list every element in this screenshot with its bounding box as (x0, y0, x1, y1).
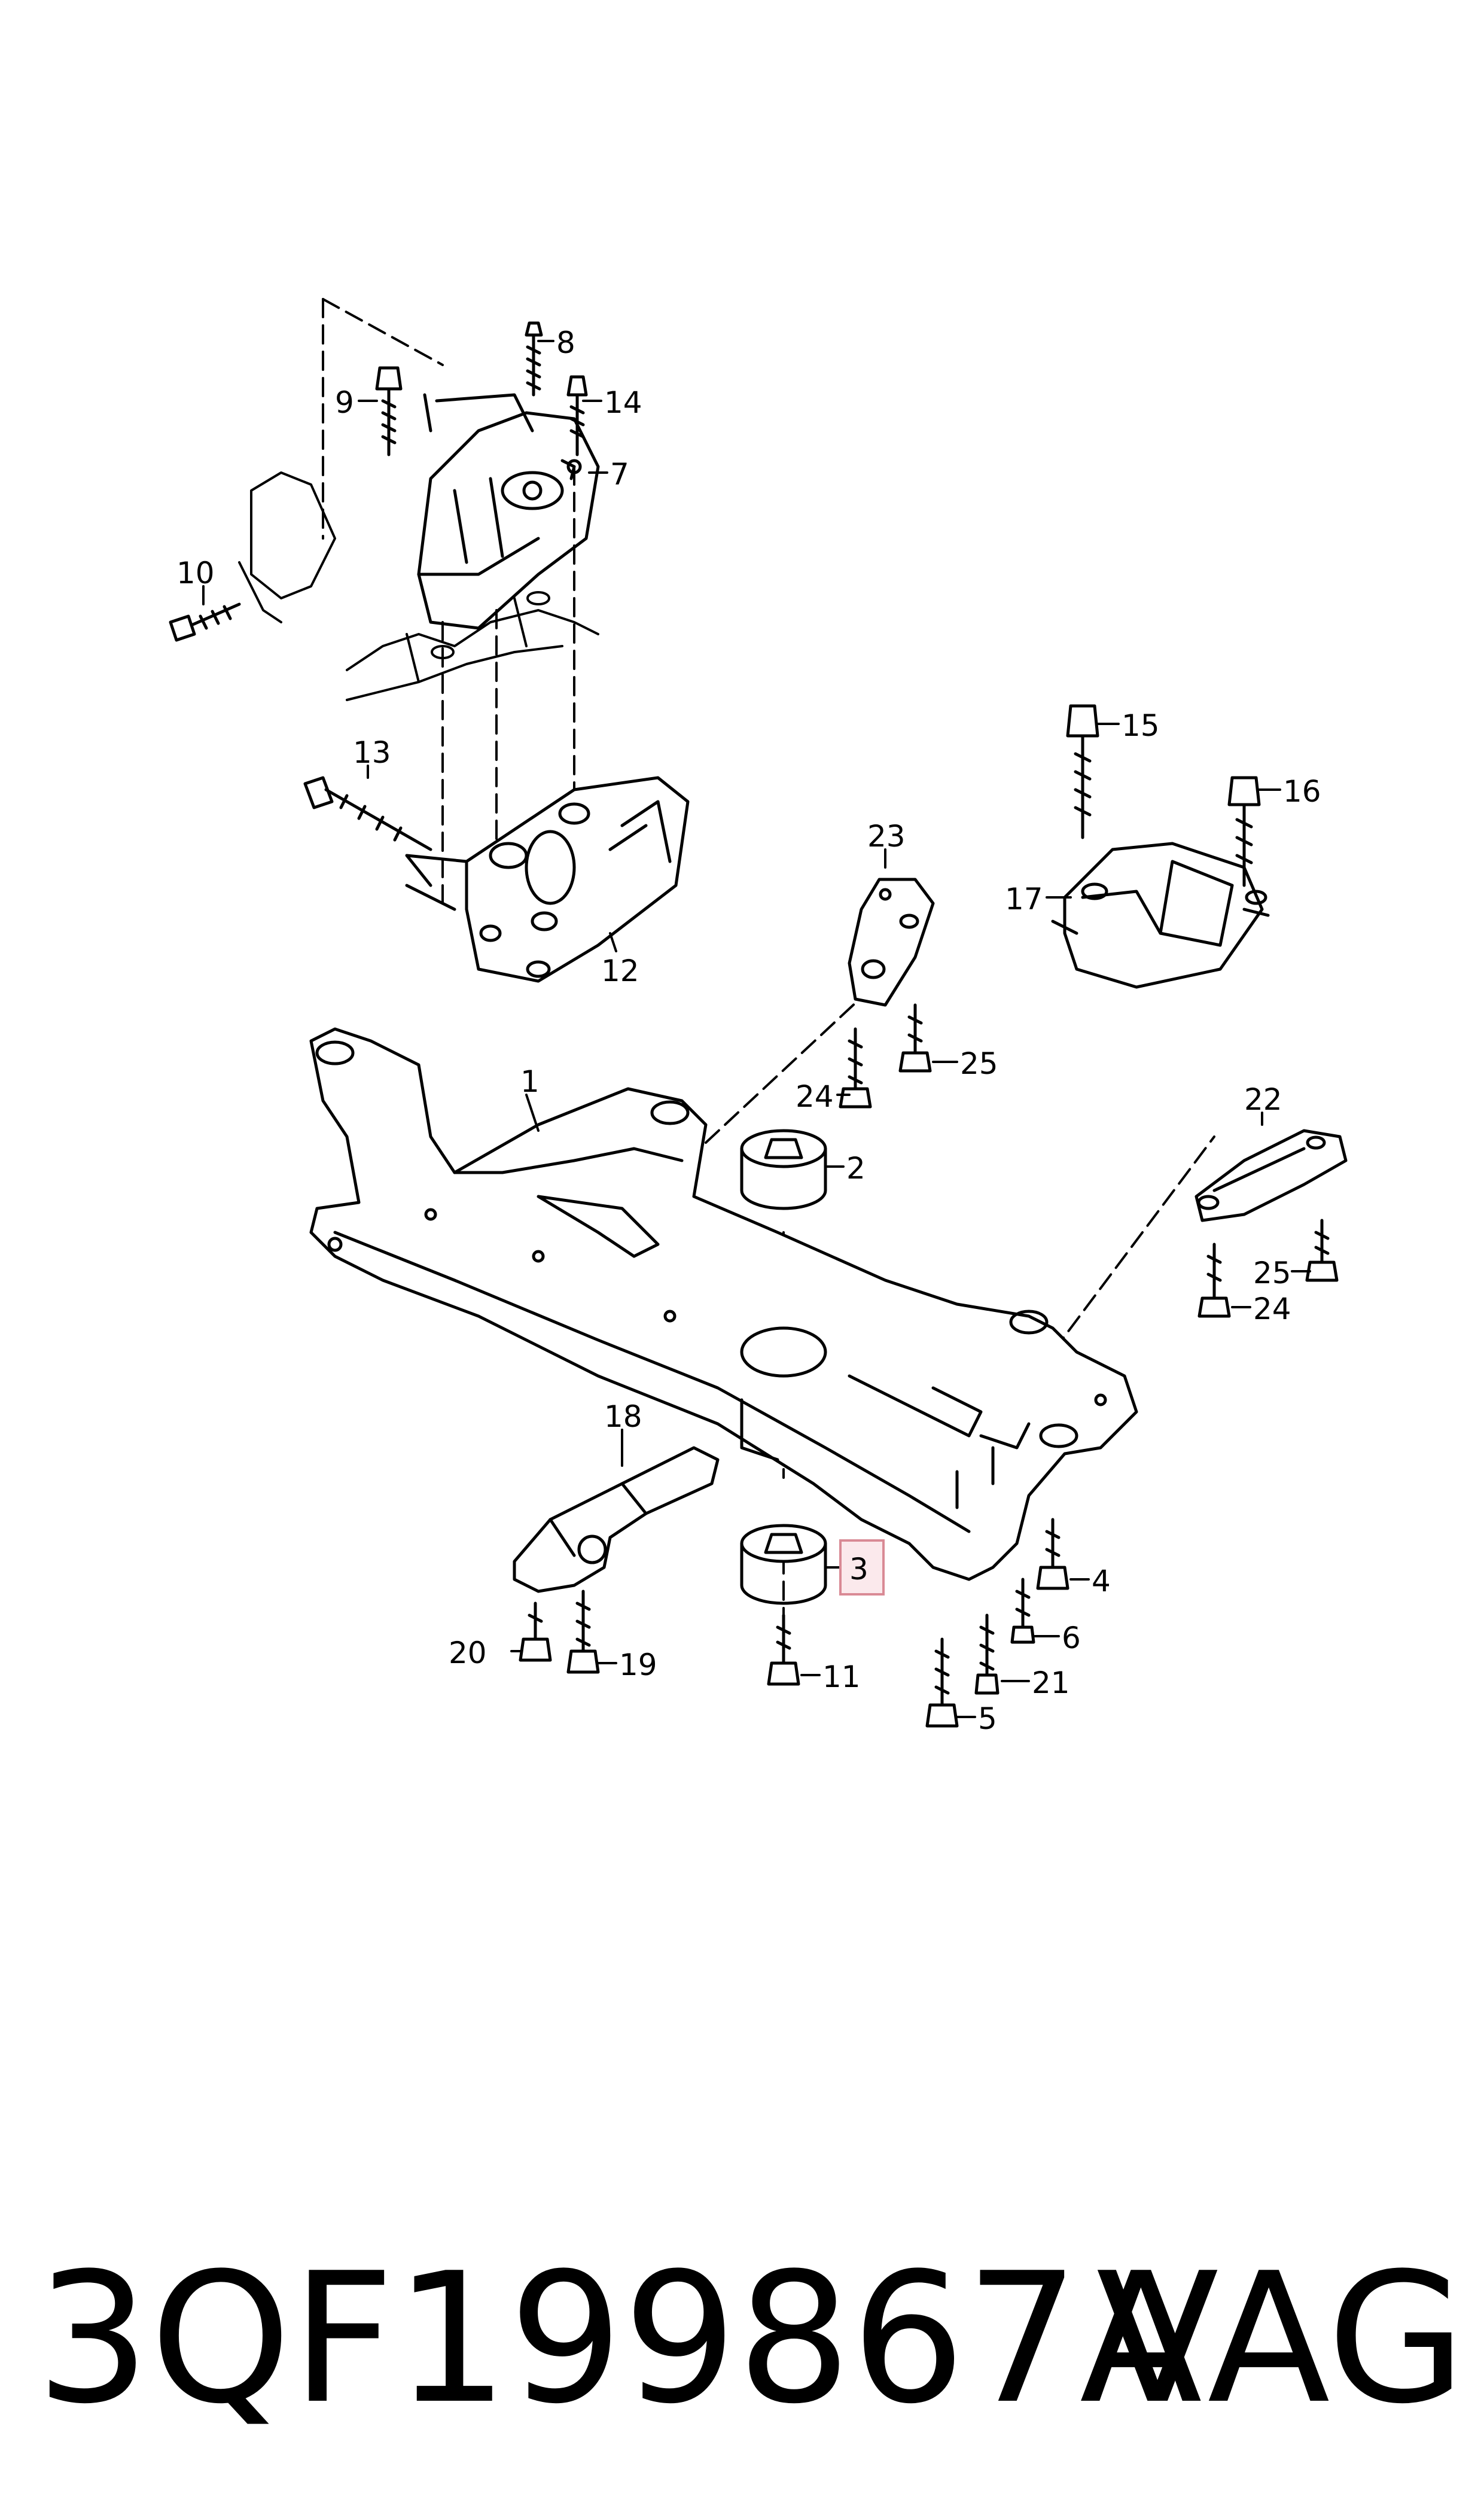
callout-18: 18 (604, 1399, 642, 1434)
bolt-16 (1227, 776, 1261, 887)
callout-1: 1 (520, 1064, 540, 1099)
bolt-10 (169, 602, 241, 642)
bolt-9 (375, 366, 403, 456)
callout-4: 4 (1092, 1564, 1111, 1599)
callout-20: 20 (449, 1636, 487, 1670)
mount-bush-2 (740, 1129, 827, 1210)
callout-13: 13 (353, 735, 391, 770)
callout-8: 8 (556, 325, 575, 360)
callout-9: 9 (335, 385, 354, 420)
callout-3: 3 (849, 1552, 869, 1587)
callout-12: 12 (601, 954, 639, 988)
callout-3-highlight (839, 1539, 885, 1596)
bolt-25-lower (1305, 1219, 1339, 1282)
mount-bush-3 (740, 1524, 827, 1605)
callout-17: 17 (1005, 882, 1043, 917)
bolt-11 (767, 1613, 800, 1686)
callout-15: 15 (1122, 708, 1160, 743)
side-bracket (405, 776, 690, 983)
brand-caption: VAG (1096, 2234, 1466, 2443)
callout-22: 22 (1244, 1082, 1282, 1117)
bolt-19 (566, 1590, 600, 1674)
callout-14: 14 (604, 385, 642, 420)
bolt-14 (566, 375, 588, 456)
callout-11: 11 (822, 1660, 861, 1694)
bolt-8 (525, 321, 543, 397)
torque-support (513, 1446, 720, 1593)
bolt-24-lower (1197, 1243, 1231, 1318)
bolt-24-upper (839, 1027, 872, 1109)
callout-23: 23 (867, 819, 906, 854)
callout-10: 10 (176, 556, 215, 590)
callout-24-lower: 24 (1253, 1292, 1291, 1326)
callout-2: 2 (846, 1151, 866, 1186)
bolt-21 (974, 1613, 1000, 1695)
bolt-5 (925, 1637, 959, 1728)
callout-7: 7 (610, 457, 629, 492)
bolt-4 (1036, 1518, 1069, 1590)
bolt-25-upper (898, 1003, 932, 1073)
callout-6: 6 (1062, 1621, 1081, 1655)
callout-21: 21 (1032, 1666, 1070, 1700)
callout-24-upper: 24 (796, 1079, 834, 1114)
bracket-22 (1194, 1129, 1348, 1222)
part-number-caption: 3QF199867A (36, 2234, 1202, 2443)
body-rail-sketch (238, 471, 599, 701)
callout-25-lower: 25 (1253, 1256, 1291, 1290)
bolt-6 (1010, 1578, 1035, 1644)
bracket-23 (848, 878, 935, 1007)
leader-lines (202, 340, 1311, 1718)
callout-5: 5 (978, 1701, 997, 1736)
subframe (309, 1027, 1138, 1581)
bolt-15 (1066, 704, 1099, 839)
bolt-13 (303, 776, 432, 851)
bolt-20 (519, 1601, 552, 1662)
callout-25-upper: 25 (960, 1046, 998, 1081)
callout-16: 16 (1283, 774, 1321, 809)
callout-19: 19 (619, 1648, 657, 1682)
gearbox-mount (1051, 842, 1270, 989)
